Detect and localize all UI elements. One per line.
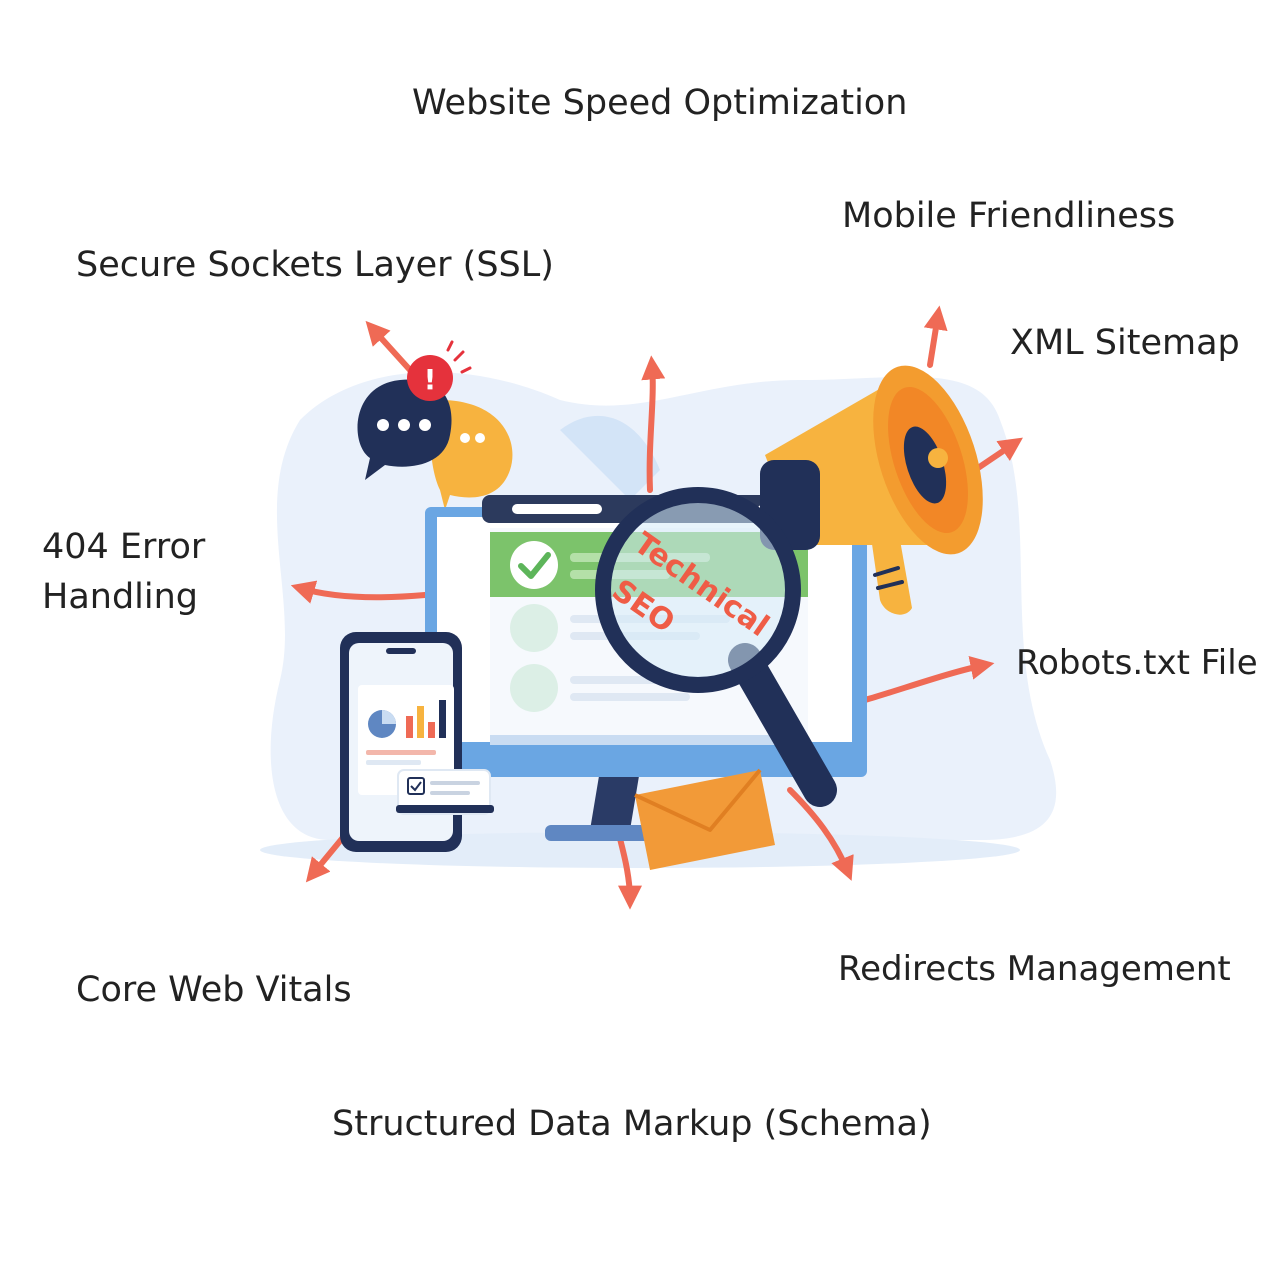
smartphone-icon xyxy=(340,632,494,852)
svg-text:!: ! xyxy=(424,363,437,396)
envelope-icon xyxy=(634,768,775,870)
chat-bubble-icon xyxy=(357,379,513,510)
label-ssl: Secure Sockets Layer (SSL) xyxy=(76,245,554,285)
checkmark-icon xyxy=(518,552,551,579)
arrow-ssl xyxy=(365,320,413,373)
arrow-speed xyxy=(641,355,666,493)
arrow-robots xyxy=(862,656,995,703)
arrow-core-web-vitals xyxy=(305,832,348,883)
label-mobile-friendliness: Mobile Friendliness xyxy=(842,196,1176,236)
pie-chart-icon xyxy=(368,710,396,738)
arrow-404 xyxy=(290,580,428,604)
label-xml-sitemap: XML Sitemap xyxy=(1010,323,1240,363)
label-redirects: Redirects Management xyxy=(838,949,1231,989)
arrow-sitemap xyxy=(972,437,1023,473)
label-structured-data: Structured Data Markup (Schema) xyxy=(332,1104,932,1144)
label-core-web-vitals: Core Web Vitals xyxy=(76,970,352,1010)
bar-chart-icon xyxy=(406,700,446,738)
arrow-redirects xyxy=(787,787,854,881)
label-404-line2: Handling xyxy=(42,577,199,617)
magnifier-icon: Technical SEO xyxy=(595,487,837,807)
arrow-mobile xyxy=(923,305,948,368)
arrows xyxy=(290,305,1023,910)
alert-icon: ! xyxy=(407,340,472,401)
megaphone-icon xyxy=(760,365,983,615)
label-robots: Robots.txt File xyxy=(1016,643,1258,683)
label-website-speed: Website Speed Optimization xyxy=(412,83,908,123)
label-404-line1: 404 Error xyxy=(42,527,206,567)
